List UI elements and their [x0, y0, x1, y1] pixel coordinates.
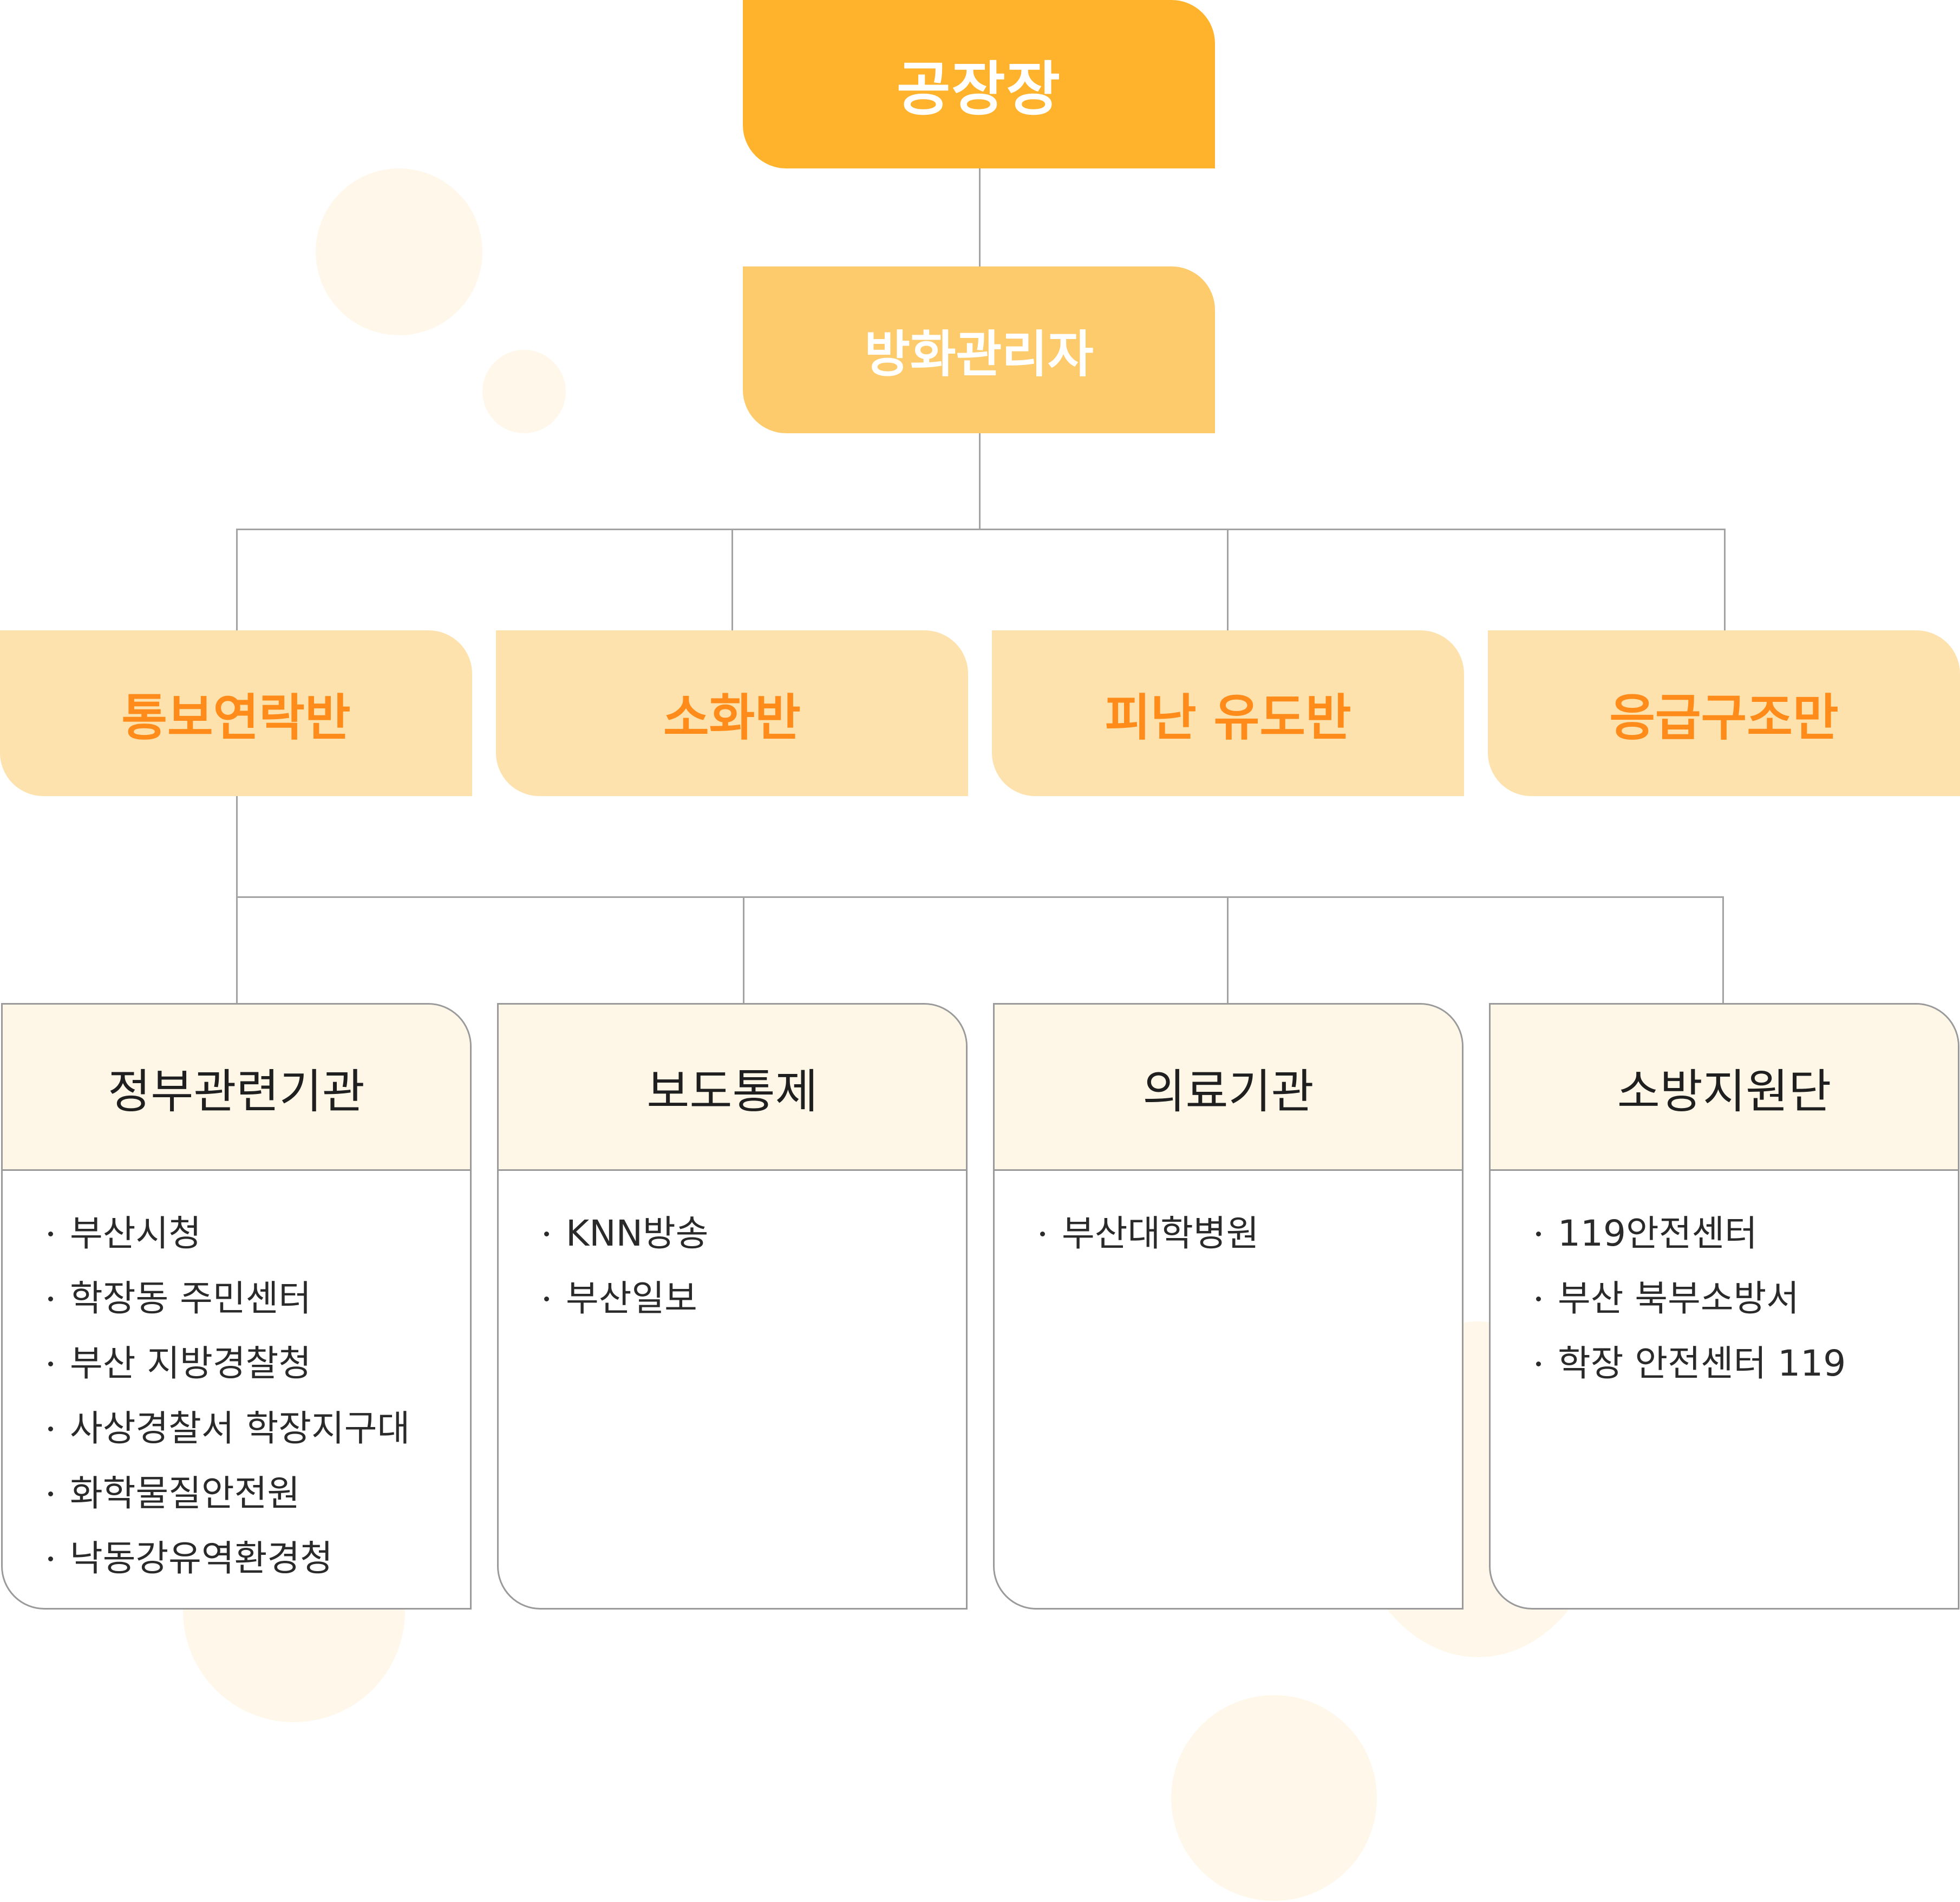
agency-list: 119안전센터 부산 북부소방서 학장 안전센터 119	[1491, 1171, 1958, 1396]
agency-card: 정부관련기관 부산시청 학장동 주민센터 부산 지방경찰청 사상경찰서 학장지구…	[1, 1003, 472, 1610]
team-node: 통보연락반	[0, 630, 472, 796]
team-label: 통보연락반	[121, 688, 351, 747]
agency-list: 부산시청 학장동 주민센터 부산 지방경찰청 사상경찰서 학장지구대 화학물질안…	[3, 1171, 470, 1591]
agency-item: 부산 북부소방서	[1528, 1266, 1958, 1331]
root-node: 공장장	[743, 0, 1215, 168]
connector-line	[1227, 529, 1229, 630]
connector-line	[1724, 529, 1726, 630]
connector-line	[236, 896, 1724, 898]
agency-card: 의료기관 부산대학병원	[993, 1003, 1464, 1610]
agency-title: 보도통제	[646, 1064, 818, 1119]
agency-card-header: 정부관련기관	[3, 1005, 470, 1171]
agency-item: 119안전센터	[1528, 1201, 1958, 1266]
connector-line	[1722, 896, 1724, 1003]
connector-line	[743, 896, 744, 1003]
connector-line	[1227, 896, 1229, 1003]
agency-card: 보도통제 KNN방송 부산일보	[497, 1003, 968, 1610]
agency-list: KNN방송 부산일보	[499, 1171, 966, 1331]
team-node: 응급구조만	[1488, 630, 1960, 796]
connector-line	[979, 168, 981, 266]
agency-item: 사상경찰서 학장지구대	[41, 1396, 470, 1461]
team-label: 피난 유도반	[1105, 688, 1351, 747]
agency-card-header: 의료기관	[995, 1005, 1462, 1171]
agency-item: 학장동 주민센터	[41, 1266, 470, 1331]
team-node: 소화반	[496, 630, 968, 796]
root-label: 공장장	[896, 55, 1062, 123]
agency-item: KNN방송	[537, 1201, 966, 1266]
agency-card-header: 소방지원단	[1491, 1005, 1958, 1171]
agency-list: 부산대학병원	[995, 1171, 1462, 1266]
manager-label: 방화관리자	[864, 325, 1094, 383]
decoration-circle	[1171, 1695, 1377, 1901]
agency-title: 소방지원단	[1617, 1064, 1832, 1119]
connector-line	[236, 796, 238, 1003]
agency-item: 낙동강유역환경청	[41, 1526, 470, 1591]
agency-title: 정부관련기관	[108, 1064, 365, 1119]
agency-item: 부산시청	[41, 1201, 470, 1266]
connector-line	[979, 433, 981, 530]
manager-node: 방화관리자	[743, 266, 1215, 433]
agency-item: 화학물질안전원	[41, 1461, 470, 1526]
team-label: 소화반	[663, 688, 801, 747]
agency-title: 의료기관	[1142, 1064, 1314, 1119]
agency-card: 소방지원단 119안전센터 부산 북부소방서 학장 안전센터 119	[1489, 1003, 1959, 1610]
agency-item: 부산일보	[537, 1266, 966, 1331]
decoration-circle	[482, 350, 566, 433]
decoration-circle	[316, 168, 482, 335]
agency-card-header: 보도통제	[499, 1005, 966, 1171]
team-label: 응급구조만	[1609, 688, 1839, 747]
connector-line	[236, 529, 238, 630]
agency-item: 부산대학병원	[1033, 1201, 1462, 1266]
agency-item: 학장 안전센터 119	[1528, 1331, 1958, 1396]
connector-line	[236, 529, 1726, 530]
team-node: 피난 유도반	[992, 630, 1464, 796]
agency-item: 부산 지방경찰청	[41, 1331, 470, 1396]
connector-line	[731, 529, 733, 630]
